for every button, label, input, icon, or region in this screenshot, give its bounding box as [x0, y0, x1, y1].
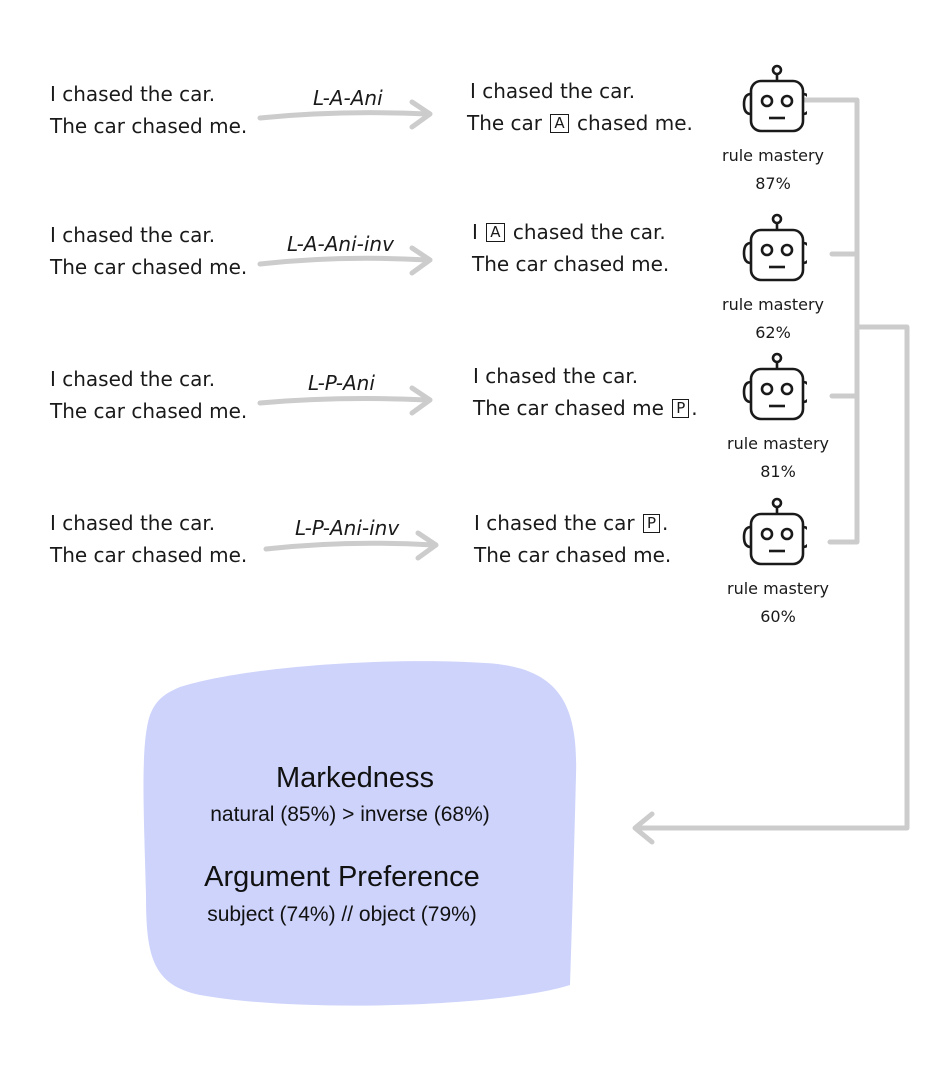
source-sentence: The car chased me.	[50, 543, 248, 567]
mastery-label: rule mastery	[727, 434, 829, 453]
patient-marker-box: P	[672, 399, 690, 418]
output-sentence: I A chased the car.	[472, 216, 669, 248]
markedness-detail: natural (85%) > inverse (68%)	[210, 803, 490, 826]
output-sentences: I chased the car P. The car chased me.	[474, 507, 671, 571]
source-sentences: I chased the car. The car chased me.	[50, 363, 247, 427]
agent-marker-box: A	[550, 114, 569, 133]
rule-name: L-A-Ani-inv	[287, 232, 394, 256]
rule-row: I chased the car. The car chased me. L-P…	[0, 363, 926, 503]
output-sentence: I chased the car.	[470, 75, 693, 107]
arrow-right-icon	[257, 385, 433, 416]
mastery-value: 62%	[755, 323, 791, 342]
output-text: .	[662, 511, 669, 535]
output-sentences: I A chased the car. The car chased me.	[472, 216, 669, 280]
output-text: I chased the car	[474, 511, 641, 535]
summary-panel: Markedness natural (85%) > inverse (68%)…	[140, 655, 580, 1010]
mastery-value: 87%	[755, 174, 791, 193]
argument-preference-title: Argument Preference	[204, 861, 480, 893]
output-sentence: The car chased me.	[472, 248, 669, 280]
source-sentences: I chased the car. The car chased me.	[50, 78, 247, 142]
patient-marker-box: P	[642, 514, 661, 533]
robot-icon	[732, 352, 812, 424]
agent-marker-box: A	[486, 223, 505, 242]
summary-blob-shape	[143, 661, 577, 1006]
output-text: The car chased me.	[472, 252, 670, 276]
output-sentence: I chased the car P.	[474, 507, 671, 539]
output-text: chased the car.	[506, 220, 666, 244]
output-text: The car chased me.	[474, 543, 672, 567]
output-sentence: I chased the car.	[473, 360, 698, 392]
summary-connector-line	[634, 324, 910, 831]
output-sentences: I chased the car. The car A chased me.	[467, 75, 693, 139]
mastery-label: rule mastery	[722, 295, 824, 314]
mastery-label: rule mastery	[727, 579, 829, 598]
mastery-value: 81%	[760, 462, 796, 481]
output-text: I chased the car.	[473, 364, 639, 388]
summary-arrow-head	[632, 811, 655, 845]
output-text: The car	[467, 111, 549, 135]
rule-name: L-P-Ani-inv	[295, 516, 400, 540]
output-sentence: The car A chased me.	[467, 107, 693, 139]
source-sentence: The car chased me.	[50, 399, 248, 423]
output-sentences: I chased the car. The car chased me P.	[473, 360, 698, 424]
source-sentence: The car chased me.	[50, 255, 248, 279]
output-sentence: The car chased me.	[474, 539, 671, 571]
output-text: The car chased me	[473, 396, 671, 420]
rule-row: I chased the car. The car chased me. L-A…	[0, 219, 926, 359]
source-sentence: I chased the car.	[50, 367, 216, 391]
rule-name: L-P-Ani	[308, 371, 375, 395]
robot-bracket-line	[802, 97, 860, 545]
robot-icon	[732, 497, 812, 569]
output-sentence: The car chased me P.	[473, 392, 698, 424]
robot-icon	[732, 64, 812, 136]
arrow-right-icon	[257, 99, 433, 130]
output-text: I	[472, 220, 485, 244]
rule-row: I chased the car. The car chased me. L-P…	[0, 507, 926, 647]
argument-preference-detail: subject (74%) // object (79%)	[207, 903, 477, 926]
source-sentence: I chased the car.	[50, 82, 216, 106]
arrow-right-icon	[263, 530, 439, 561]
mastery-label: rule mastery	[722, 146, 824, 165]
mastery-value: 60%	[760, 607, 796, 626]
source-sentence: I chased the car.	[50, 511, 216, 535]
source-sentence: I chased the car.	[50, 223, 216, 247]
source-sentence: The car chased me.	[50, 114, 248, 138]
rule-name: L-A-Ani	[313, 86, 383, 110]
arrow-right-icon	[257, 245, 433, 276]
markedness-title: Markedness	[276, 762, 434, 794]
source-sentences: I chased the car. The car chased me.	[50, 507, 247, 571]
rule-row: I chased the car. The car chased me. L-A…	[0, 78, 926, 218]
output-text: .	[691, 396, 698, 420]
source-sentences: I chased the car. The car chased me.	[50, 219, 247, 283]
robot-icon	[732, 213, 812, 285]
output-text: chased me.	[570, 111, 693, 135]
output-text: I chased the car.	[470, 79, 636, 103]
